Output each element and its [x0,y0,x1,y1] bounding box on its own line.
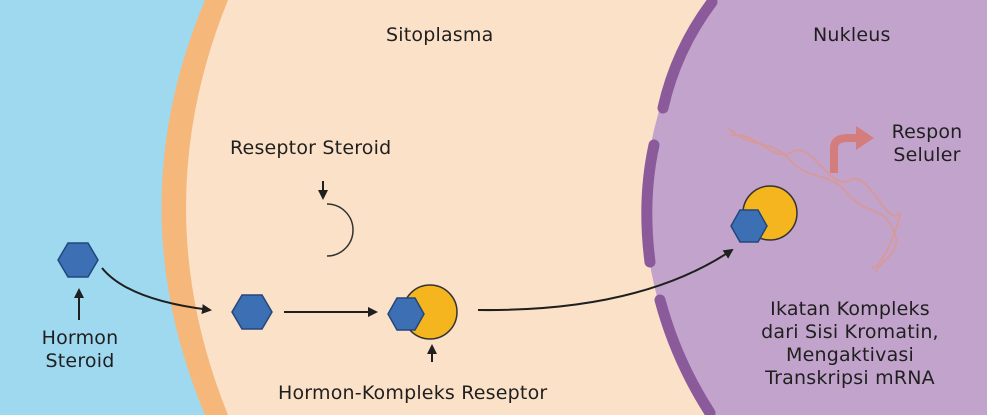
cytoplasm-label: Sitoplasma [386,24,493,47]
response-label-line1: Respon [878,121,976,144]
receptor-label: Reseptor Steroid [230,137,391,160]
hormone-label: Hormon Steroid [22,327,138,373]
response-label-line2: Seluler [878,144,976,167]
nucleus-label: Nukleus [813,24,891,47]
binding-label: Ikatan Kompleks dari Sisi Kromatin, Meng… [746,298,954,390]
complex-label: Hormon-Kompleks Reseptor [278,382,547,405]
response-label: Respon Seluler [878,121,976,167]
binding-label-line3: Mengaktivasi [746,344,954,367]
binding-label-line4: Transkripsi mRNA [746,367,954,390]
binding-label-line1: Ikatan Kompleks [746,298,954,321]
hormone-label-line1: Hormon [22,327,138,350]
hormone-label-line2: Steroid [22,350,138,373]
binding-label-line2: dari Sisi Kromatin, [746,321,954,344]
